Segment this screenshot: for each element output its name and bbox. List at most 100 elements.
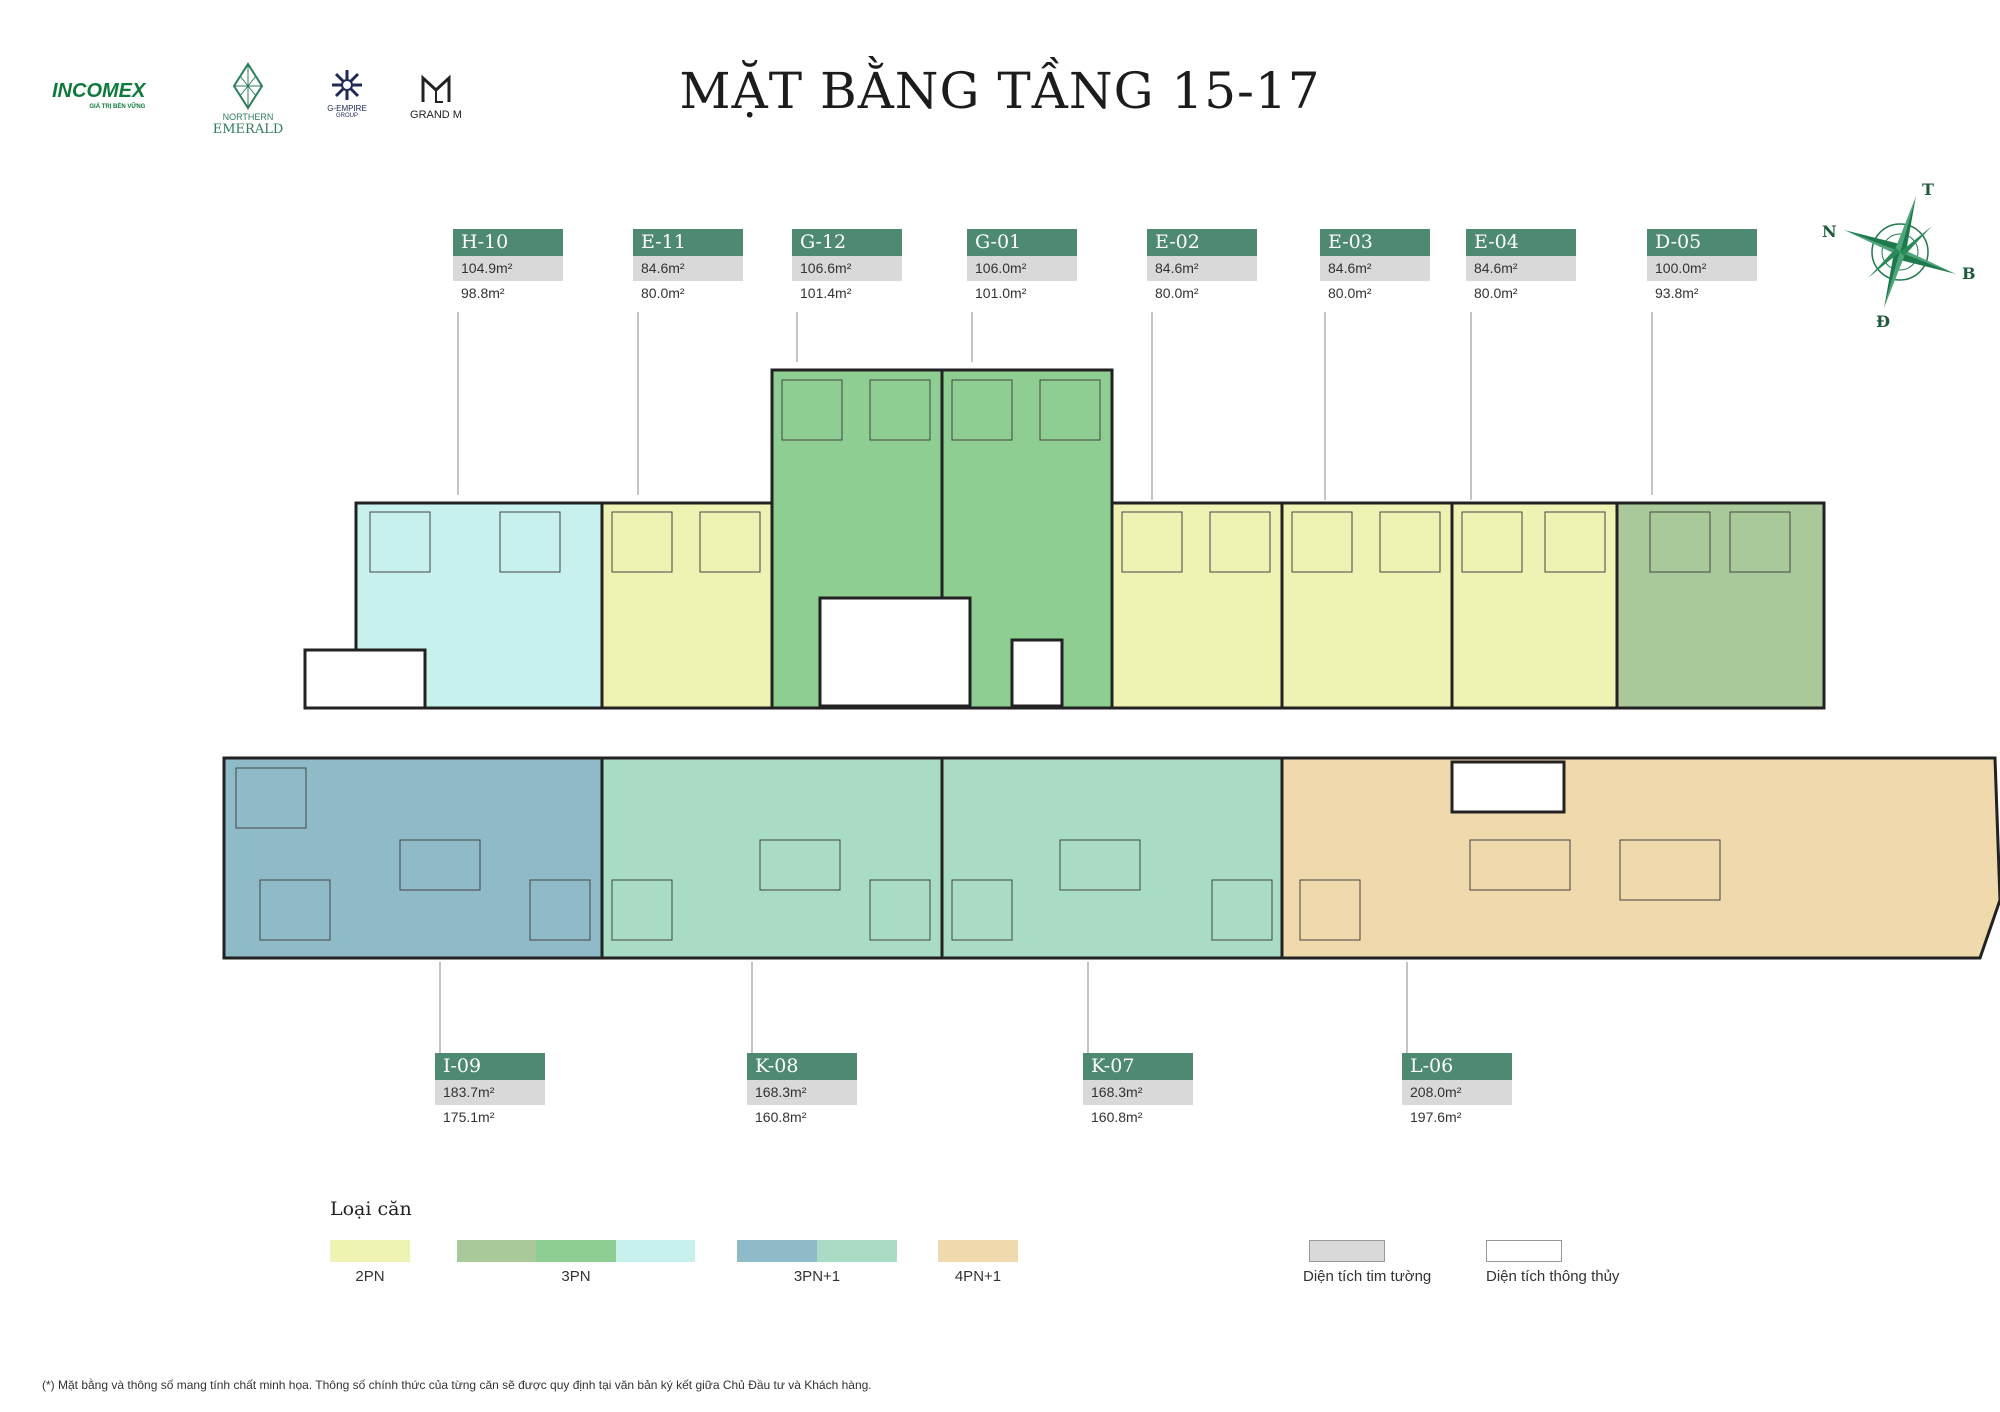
unit-e04-area [1450,501,1619,710]
grandm-monogram-icon [421,74,451,103]
legend-label: Diện tích thông thủy [1486,1268,1620,1285]
unit-code: D-05 [1647,229,1757,256]
unit-i09-area [222,756,604,960]
legend-label: 2PN [355,1268,385,1285]
legend-swatch-clear [1486,1240,1562,1262]
compass-top: T [1922,180,1934,199]
unit-label-k08[interactable]: K-08 168.3m² 160.8m² [747,1053,857,1130]
legend-area-wall: Diện tích tim tường [1303,1240,1463,1285]
unit-area-clear: 98.8m² [461,285,505,301]
legend-title: Loại căn [330,1198,412,1220]
unit-label-i09[interactable]: I-09 183.7m² 175.1m² [435,1053,545,1130]
compass-right: B [1962,264,1976,283]
unit-area-clear: 80.0m² [1155,285,1199,301]
unit-label-e03[interactable]: E-03 84.6m² 80.0m² [1320,229,1430,306]
legend-swatch [938,1240,1018,1262]
unit-area-clear: 175.1m² [443,1109,495,1125]
unit-area-wall: 106.0m² [967,256,1077,281]
unit-area-wall: 84.6m² [1147,256,1257,281]
unit-area-wall: 183.7m² [435,1080,545,1105]
unit-area-wall: 84.6m² [1320,256,1430,281]
footnote: (*) Mặt bằng và thông số mang tính chất … [42,1378,872,1392]
compass-bottom: Đ [1876,312,1890,331]
legend-swatch [817,1240,897,1262]
legend-swatch [737,1240,817,1262]
gempire-logo: G-EMPIRE GROUP [315,68,379,119]
legend-item-4pn1: 4PN+1 [938,1240,1018,1285]
unit-code: L-06 [1402,1053,1512,1080]
unit-code: E-11 [633,229,743,256]
incomex-tagline: GIÁ TRỊ BỀN VỮNG [89,104,146,110]
legend-swatch [457,1240,537,1262]
unit-label-e02[interactable]: E-02 84.6m² 80.0m² [1147,229,1257,306]
gempire-text: G-EMPIRE [327,104,367,113]
unit-label-l06[interactable]: L-06 208.0m² 197.6m² [1402,1053,1512,1130]
unit-area-clear: 101.4m² [800,285,852,301]
unit-area-wall: 168.3m² [1083,1080,1193,1105]
legend-area-clear: Diện tích thông thủy [1486,1240,1666,1285]
unit-label-g12[interactable]: G-12 106.6m² 101.4m² [792,229,902,306]
unit-d05-area [1615,501,1826,710]
northern-text: NORTHERN [222,112,274,122]
unit-code: G-01 [967,229,1077,256]
unit-code: G-12 [792,229,902,256]
unit-code: K-07 [1083,1053,1193,1080]
unit-area-clear: 160.8m² [1091,1109,1143,1125]
unit-code: E-02 [1147,229,1257,256]
unit-area-clear: 80.0m² [641,285,685,301]
unit-code: E-04 [1466,229,1576,256]
compass-north: N [1822,222,1837,241]
unit-area-wall: 168.3m² [747,1080,857,1105]
grandm-logo: GRAND M [400,72,472,121]
core-lift-small [1010,638,1064,708]
unit-label-g01[interactable]: G-01 106.0m² 101.0m² [967,229,1077,306]
unit-k07-area [940,756,1284,960]
legend-label: Diện tích tim tường [1303,1268,1432,1285]
stair-left [303,648,427,710]
unit-k08-area [600,756,944,960]
unit-code: I-09 [435,1053,545,1080]
unit-area-wall: 208.0m² [1402,1080,1512,1105]
unit-label-e11[interactable]: E-11 84.6m² 80.0m² [633,229,743,306]
unit-e02-area [1110,501,1284,710]
unit-e03-area [1280,501,1454,710]
legend-label: 4PN+1 [954,1268,1002,1285]
legend-item-3pn: 3PN [457,1240,695,1285]
unit-area-clear: 80.0m² [1474,285,1518,301]
legend-swatch [330,1240,410,1262]
unit-label-h10[interactable]: H-10 104.9m² 98.8m² [453,229,563,306]
incomex-logo-text: INCOMEX [52,80,146,102]
unit-code: K-08 [747,1053,857,1080]
legend-item-3pn1: 3PN+1 [737,1240,897,1285]
unit-code: E-03 [1320,229,1430,256]
grandm-text: GRAND M [410,109,462,121]
legend-label: 3PN+1 [793,1268,841,1285]
unit-area-clear: 80.0m² [1328,285,1372,301]
legend-swatch [615,1240,695,1262]
core-lifts [818,596,972,708]
unit-label-k07[interactable]: K-07 168.3m² 160.8m² [1083,1053,1193,1130]
legend-swatch-wall [1309,1240,1385,1262]
legend-item-2pn: 2PN [330,1240,410,1285]
unit-area-clear: 101.0m² [975,285,1027,301]
page-title: MẶT BẰNG TẦNG 15-17 [679,62,1321,120]
unit-area-wall: 104.9m² [453,256,563,281]
unit-area-wall: 84.6m² [1466,256,1576,281]
unit-code: H-10 [453,229,563,256]
emerald-text: EMERALD [212,122,284,137]
unit-area-wall: 106.6m² [792,256,902,281]
stair-right [1450,760,1566,814]
northern-emerald-logo: NORTHERN EMERALD [212,62,284,137]
unit-area-clear: 93.8m² [1655,285,1699,301]
gempire-sub-text: GROUP [335,113,358,119]
unit-label-d05[interactable]: D-05 100.0m² 93.8m² [1647,229,1757,306]
emerald-leaf-icon [232,62,264,110]
gempire-snowflake-icon [332,70,362,100]
unit-label-e04[interactable]: E-04 84.6m² 80.0m² [1466,229,1576,306]
unit-area-wall: 100.0m² [1647,256,1757,281]
unit-area-clear: 197.6m² [1410,1109,1462,1125]
legend-label: 3PN [561,1268,591,1285]
legend-swatch [536,1240,616,1262]
incomex-logo: INCOMEX GIÁ TRỊ BỀN VỮNG [52,80,145,110]
